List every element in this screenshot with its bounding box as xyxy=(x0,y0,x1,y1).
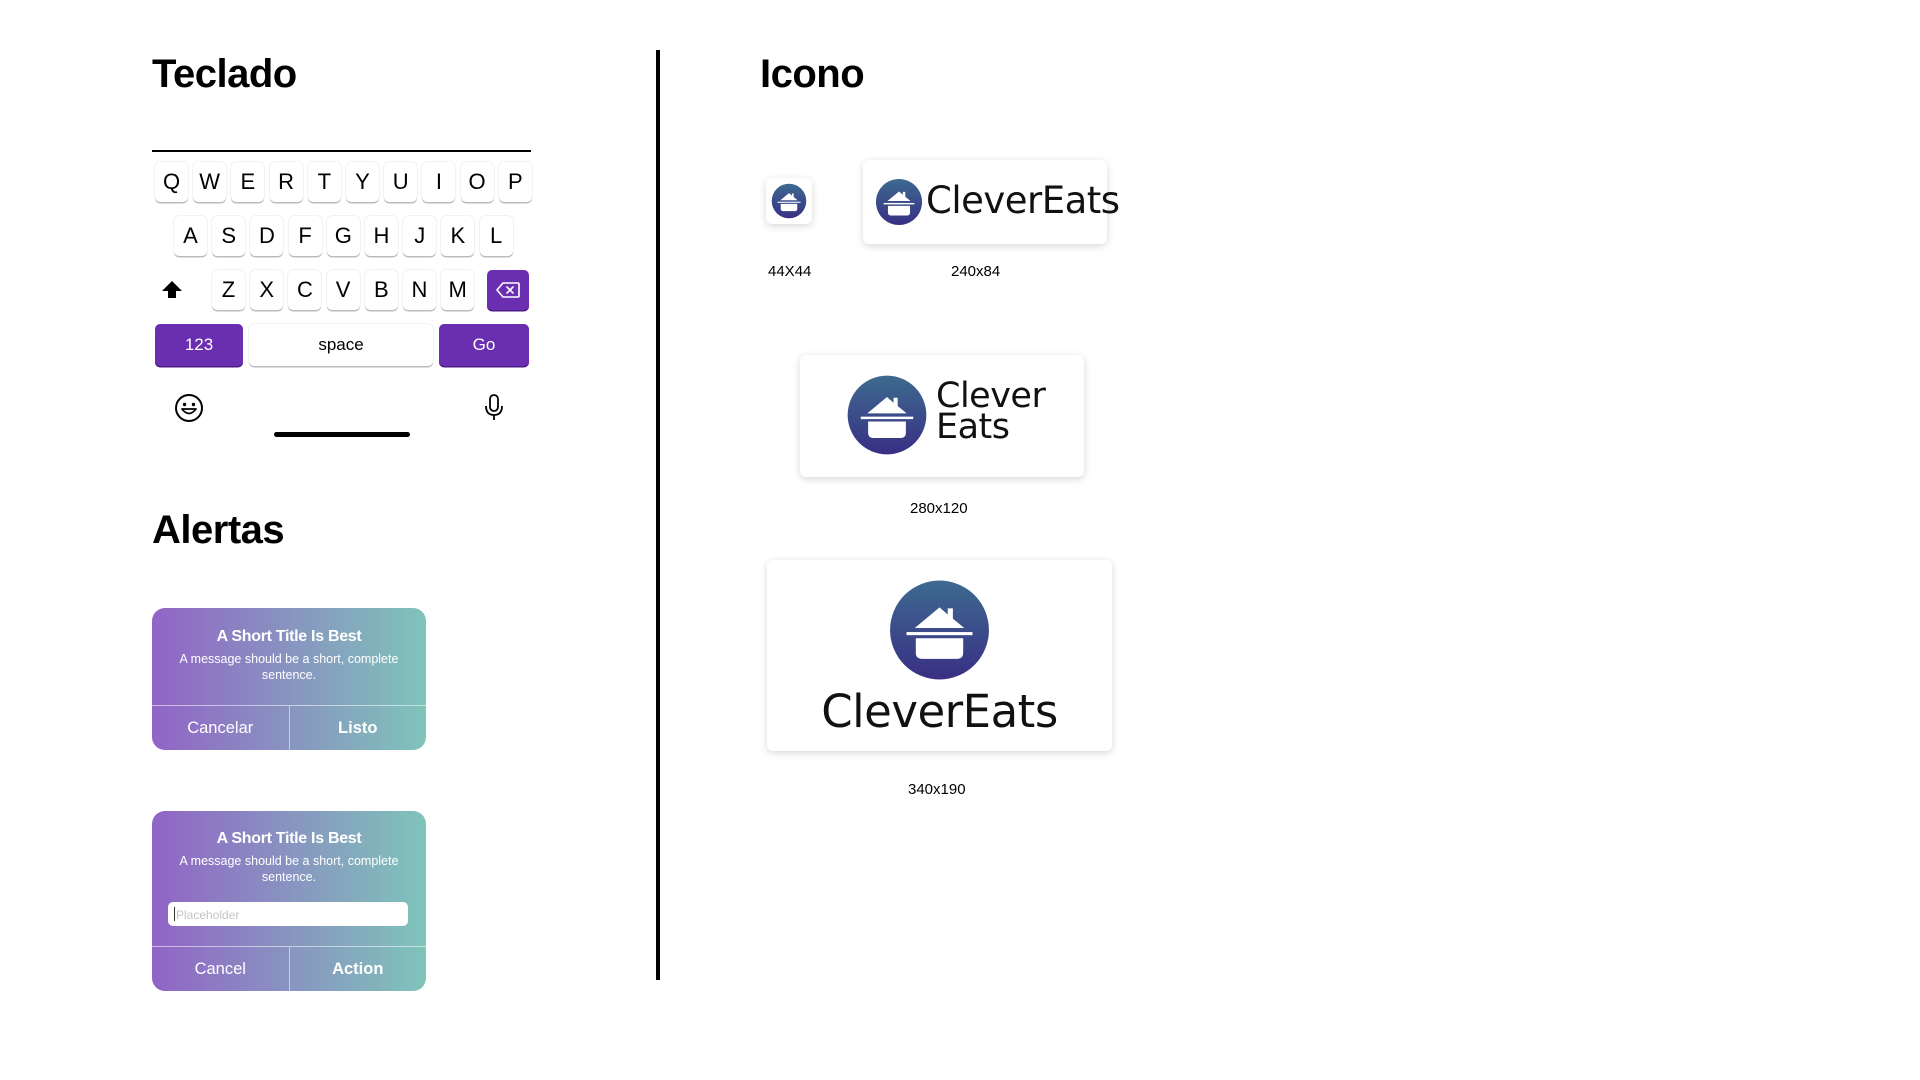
brand-line-2: Eats xyxy=(936,407,1010,447)
keyboard-top-border xyxy=(152,150,531,152)
emoji-button[interactable] xyxy=(174,393,204,428)
size-label-240: 240x84 xyxy=(951,263,1001,280)
alert-action-button[interactable]: Action xyxy=(288,947,427,991)
shift-icon xyxy=(161,281,182,298)
key-x[interactable]: X xyxy=(250,270,284,310)
icon-340-card: CleverEats xyxy=(767,560,1112,751)
numbers-key[interactable]: 123 xyxy=(155,324,243,366)
alert-message: A message should be a short, complete se… xyxy=(179,652,399,682)
size-label-340: 340x190 xyxy=(908,781,966,798)
key-m[interactable]: M xyxy=(441,270,475,310)
alert-text-input[interactable]: Placeholder xyxy=(168,902,408,926)
key-u[interactable]: U xyxy=(384,162,418,202)
clevereats-logo-icon xyxy=(875,178,923,226)
key-c[interactable]: C xyxy=(288,270,322,310)
key-j[interactable]: J xyxy=(403,216,437,256)
text-caret xyxy=(174,907,175,921)
clevereats-logo-icon xyxy=(771,183,807,219)
go-key[interactable]: Go xyxy=(439,324,529,366)
key-a[interactable]: A xyxy=(174,216,207,256)
alert-title: A Short Title Is Best xyxy=(216,628,362,645)
key-f[interactable]: F xyxy=(288,216,322,256)
key-v[interactable]: V xyxy=(326,270,360,310)
space-key[interactable]: space xyxy=(249,324,433,366)
key-z[interactable]: Z xyxy=(212,270,245,310)
home-indicator[interactable] xyxy=(274,432,410,437)
key-w[interactable]: W xyxy=(193,162,227,202)
alerts-section-title: Alertas xyxy=(152,508,285,552)
key-d[interactable]: D xyxy=(250,216,284,256)
clevereats-logo-icon xyxy=(846,372,928,458)
microphone-button[interactable] xyxy=(482,393,506,428)
key-s[interactable]: S xyxy=(212,216,246,256)
alert-basic: A Short Title Is Best A message should b… xyxy=(152,608,426,750)
microphone-icon xyxy=(485,394,503,420)
section-divider xyxy=(656,50,660,980)
key-k[interactable]: K xyxy=(441,216,475,256)
keyboard-section-title: Teclado xyxy=(152,52,297,96)
input-placeholder: Placeholder xyxy=(176,908,240,922)
key-i[interactable]: I xyxy=(422,162,456,202)
key-t[interactable]: T xyxy=(307,162,341,202)
alert-cancel-button[interactable]: Cancel xyxy=(194,959,246,978)
key-b[interactable]: B xyxy=(364,270,398,310)
clevereats-logo-icon xyxy=(888,575,991,685)
key-g[interactable]: G xyxy=(326,216,360,256)
backspace-icon xyxy=(496,282,520,298)
alert-message: A message should be a short, complete se… xyxy=(179,854,399,884)
icon-44-card xyxy=(766,178,812,224)
key-q[interactable]: Q xyxy=(155,162,188,202)
key-l[interactable]: L xyxy=(479,216,513,256)
size-label-280: 280x120 xyxy=(910,500,968,517)
backspace-key[interactable] xyxy=(487,270,529,310)
alert-title: A Short Title Is Best xyxy=(216,830,362,847)
key-e[interactable]: E xyxy=(231,162,265,202)
alert-confirm-button[interactable]: Listo xyxy=(288,706,427,750)
icon-280-card: Clever Eats xyxy=(800,355,1084,477)
brand-line-1: Clever xyxy=(936,376,1046,416)
alert-buttons: Cancelar Listo xyxy=(152,705,426,750)
key-r[interactable]: R xyxy=(269,162,303,202)
key-h[interactable]: H xyxy=(365,216,398,256)
key-n[interactable]: N xyxy=(403,270,436,310)
icon-240-card: CleverEats xyxy=(863,160,1120,244)
icon-section-title: Icono xyxy=(760,52,865,96)
size-label-44: 44X44 xyxy=(768,263,812,280)
brand-name-stacked: Clever Eats xyxy=(936,376,1046,447)
alert-cancel-button[interactable]: Cancelar xyxy=(187,718,254,737)
key-p[interactable]: P xyxy=(498,162,532,202)
brand-name: CleverEats xyxy=(821,685,1058,738)
brand-name: CleverEats xyxy=(926,179,1120,222)
alert-with-input: A Short Title Is Best A message should b… xyxy=(152,811,426,991)
shift-key[interactable] xyxy=(155,270,188,310)
emoji-icon xyxy=(175,394,203,422)
key-o[interactable]: O xyxy=(460,162,494,202)
key-y[interactable]: Y xyxy=(346,162,379,202)
alert-buttons: Cancel Action xyxy=(152,946,426,991)
